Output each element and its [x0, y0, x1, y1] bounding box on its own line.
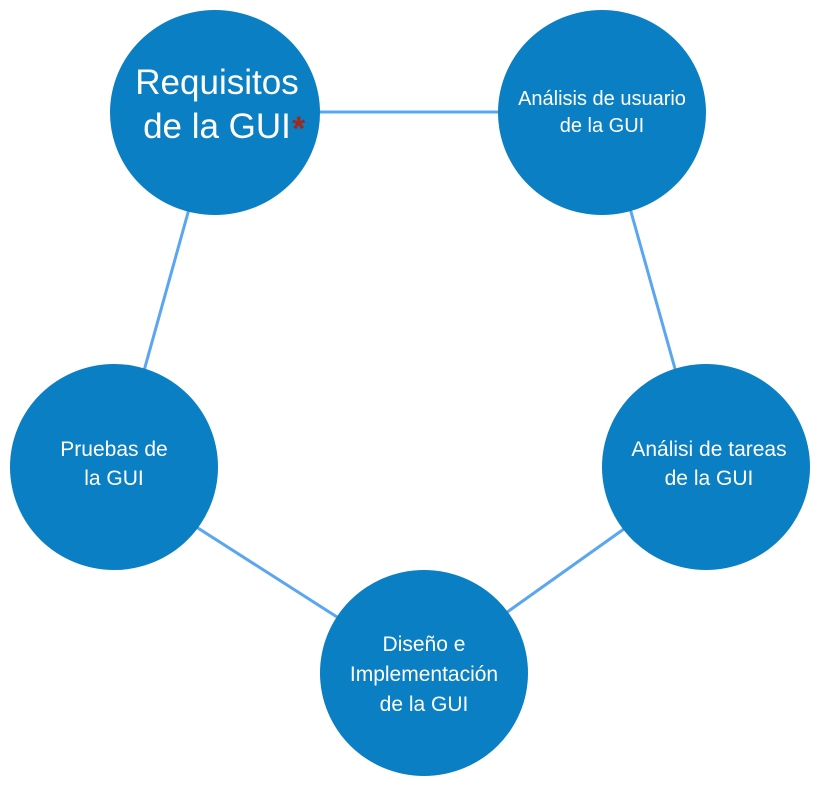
node-requisitos-label: Requisitos de la GUI	[135, 62, 299, 146]
node-analisis-usuario-label: Análisis de usuario de la GUI	[518, 87, 686, 137]
node-pruebas-label: Pruebas de la GUI	[60, 438, 168, 490]
node-requisitos: Requisitos de la GUI	[110, 10, 320, 215]
node-diseno-implementacion: Diseño e Implementación de la GUI	[320, 570, 528, 776]
node-diseno-implementacion-label: Diseño e Implementación de la GUI	[349, 633, 499, 716]
asterisk-marker: *	[292, 110, 306, 148]
node-analisis-tareas-label: Análisi de tareas de la GUI	[631, 438, 787, 490]
node-pruebas: Pruebas de la GUI	[10, 364, 218, 570]
node-analisis-tareas: Análisi de tareas de la GUI	[602, 364, 810, 570]
node-analisis-usuario: Análisis de usuario de la GUI	[498, 10, 706, 215]
